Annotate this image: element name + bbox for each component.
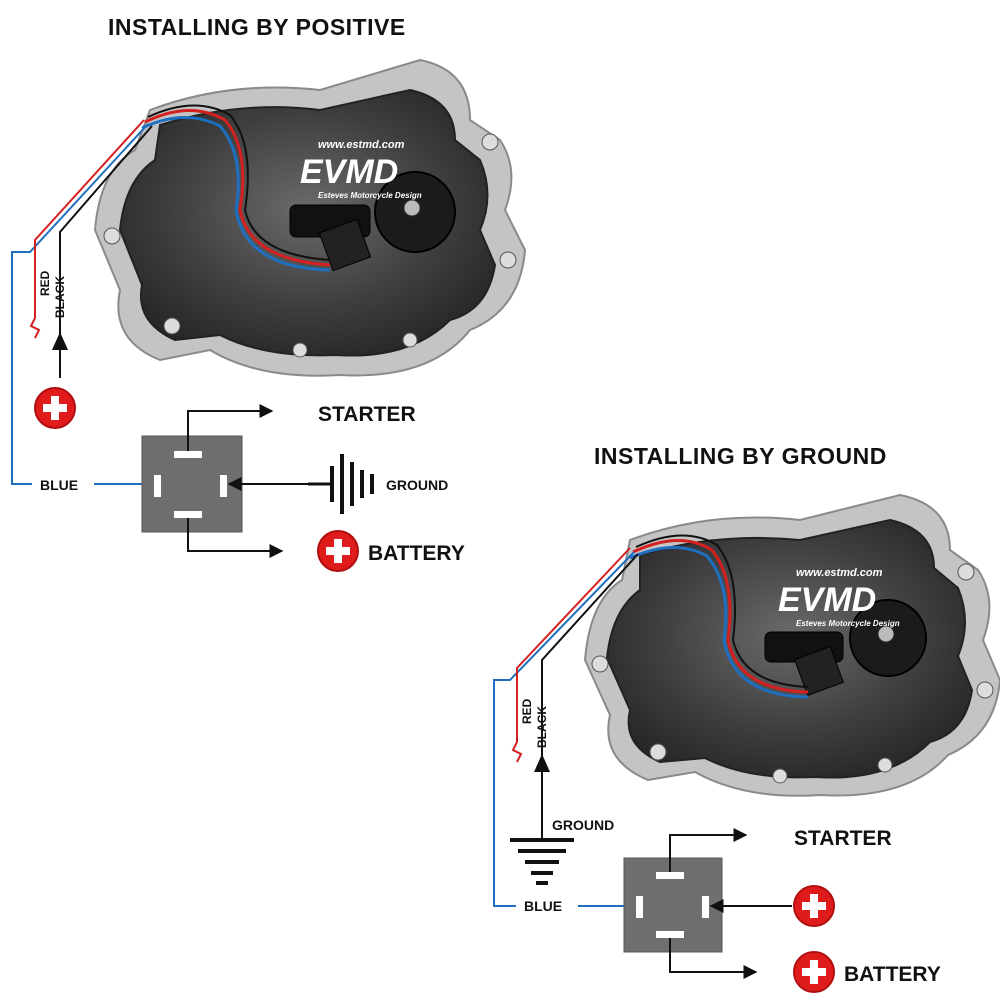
positive-ground-symbol-icon	[308, 454, 374, 514]
ground-label-black: BLACK	[535, 706, 549, 748]
bolt-hole-icon	[499, 251, 517, 269]
ground-red-wire	[516, 547, 631, 742]
cover-black-wire	[635, 534, 809, 688]
positive-label-starter: STARTER	[318, 403, 416, 426]
bolt-hole-icon	[481, 133, 499, 151]
positive-plus-icon	[34, 387, 76, 429]
watermark-logo: EVMD	[778, 581, 876, 619]
bolt-hole-icon	[591, 655, 609, 673]
bolt-hole-icon	[292, 342, 308, 358]
positive-starter-line	[187, 404, 274, 451]
ground-title: INSTALLING BY GROUND	[594, 443, 887, 469]
positive-label-battery: BATTERY	[368, 542, 465, 565]
ground-diagram: INSTALLING BY GROUND www.estmd.com EVMD …	[493, 443, 1000, 993]
positive-battery-plus-icon	[317, 530, 359, 572]
arrow-up-icon	[534, 754, 550, 772]
positive-label-ground: GROUND	[386, 477, 448, 493]
positive-title: INSTALLING BY POSITIVE	[108, 14, 406, 40]
cover-red-wire	[632, 539, 809, 694]
ground-ground-symbol-icon	[510, 838, 574, 885]
watermark-logo: EVMD	[300, 153, 398, 191]
positive-cover-photo: www.estmd.com EVMD Esteves Motorcycle De…	[93, 58, 527, 377]
positive-black-wire	[59, 125, 153, 378]
positive-label-red: RED	[38, 270, 52, 296]
ground-label-blue: BLUE	[524, 898, 562, 914]
positive-red-wire	[34, 119, 145, 318]
ground-starter-line	[669, 828, 748, 872]
positive-battery-line	[187, 518, 284, 558]
ground-black-wire	[541, 553, 639, 840]
cover-blue-wire	[141, 116, 331, 272]
watermark-url: www.estmd.com	[796, 567, 883, 579]
bolt-hole-icon	[649, 743, 667, 761]
ground-battery-line	[669, 938, 758, 979]
watermark-tagline: Esteves Motorcycle Design	[318, 191, 422, 200]
red-wire-end-icon	[29, 317, 41, 339]
ground-plus-icon	[793, 885, 835, 927]
watermark-tagline: Esteves Motorcycle Design	[796, 619, 900, 628]
cover-black-wire	[147, 104, 331, 261]
bolt-hole-icon	[957, 563, 975, 581]
positive-diagram: INSTALLING BY POSITIVE www.estmd.com EVM…	[11, 14, 527, 572]
watermark-url: www.estmd.com	[318, 139, 405, 151]
ground-cover-photo: www.estmd.com EVMD Esteves Motorcycle De…	[583, 493, 1000, 797]
bolt-hole-icon	[976, 681, 994, 699]
ground-relay	[623, 857, 723, 953]
cover-red-wire	[144, 109, 331, 267]
positive-label-black: BLACK	[53, 276, 67, 318]
bolt-hole-icon	[163, 317, 181, 335]
ground-label-ground: GROUND	[552, 817, 614, 833]
connector-plug	[794, 646, 844, 696]
red-wire-end-icon	[511, 741, 523, 763]
ground-battery-plus-icon	[793, 951, 835, 993]
bolt-hole-icon	[103, 227, 121, 245]
positive-relay	[141, 435, 243, 533]
bolt-hole-icon	[772, 768, 788, 784]
ground-label-red: RED	[520, 698, 534, 724]
cover-blue-wire	[629, 546, 809, 699]
bolt-hole-icon	[877, 757, 893, 773]
ground-label-starter: STARTER	[794, 827, 892, 850]
connector-plug	[318, 218, 372, 272]
arrow-up-icon	[52, 332, 68, 350]
ground-label-battery: BATTERY	[844, 963, 941, 986]
positive-label-blue: BLUE	[40, 477, 78, 493]
bolt-hole-icon	[402, 332, 418, 348]
